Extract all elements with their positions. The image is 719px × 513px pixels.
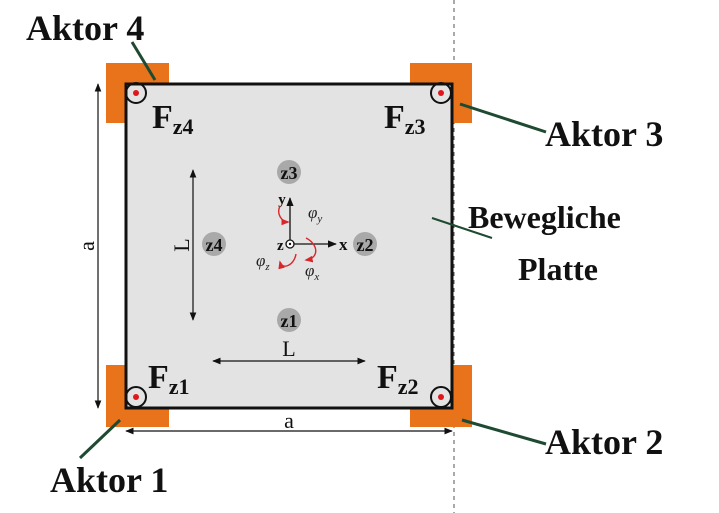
- svg-text:z3: z3: [281, 163, 298, 183]
- svg-text:z4: z4: [206, 235, 223, 255]
- actuator-contact-1: [125, 386, 147, 408]
- svg-text:z2: z2: [357, 235, 374, 255]
- leader-line-4: [130, 41, 157, 81]
- force-label-2: Fz2: [377, 359, 419, 399]
- actuator-label-4: Aktor 4: [26, 8, 144, 48]
- leader-line-2: [461, 418, 547, 446]
- actuator-dot-4: [133, 90, 139, 96]
- force-label-4: Fz4: [152, 99, 194, 139]
- force-label-3: Fz3: [384, 99, 426, 139]
- actuator-label-1: Aktor 1: [50, 460, 168, 500]
- leader-line-1: [78, 418, 122, 460]
- actuator-label-3: Aktor 3: [545, 114, 663, 154]
- actuator-dot-1: [133, 394, 139, 400]
- dimension-a-horizontal-label: a: [284, 408, 294, 433]
- leader-line-3: [459, 102, 547, 134]
- rotation-phi-y-label: φy: [308, 203, 322, 225]
- rotation-phi-z-label: φz: [256, 251, 270, 273]
- actuator-contact-2: [430, 386, 452, 408]
- sensor-z4: z4: [202, 232, 226, 256]
- rotation-phi-x-arrow: [304, 237, 317, 263]
- rotation-phi-z-arrow: [278, 253, 297, 270]
- axis-z-label: z: [277, 238, 284, 254]
- sensor-z2: z2: [353, 232, 377, 256]
- sensor-z1: z1: [277, 308, 301, 332]
- plate-label-line2: Platte: [518, 251, 598, 287]
- sensor-z3: z3: [277, 160, 301, 184]
- dimension-L-horizontal-label: L: [282, 336, 295, 361]
- rotation-phi-y-arrow: [278, 205, 290, 226]
- actuator-contact-3: [430, 82, 452, 104]
- axis-y-label: y: [278, 192, 286, 208]
- force-label-1: Fz1: [148, 359, 190, 399]
- actuator-dot-2: [438, 394, 444, 400]
- actuator-dot-3: [438, 90, 444, 96]
- leader-line-plate: [431, 217, 493, 239]
- actuator-label-2: Aktor 2: [545, 422, 663, 462]
- dimension-a-vertical-label: a: [74, 241, 99, 251]
- dimension-L-vertical-label: L: [169, 238, 194, 251]
- actuator-contact-4: [125, 82, 147, 104]
- axis-z-dot: [288, 242, 292, 246]
- svg-text:z1: z1: [281, 311, 298, 331]
- axis-x-label: x: [339, 235, 348, 254]
- plate-label-line1: Bewegliche: [468, 199, 621, 235]
- rotation-phi-x-label: φx: [305, 261, 319, 283]
